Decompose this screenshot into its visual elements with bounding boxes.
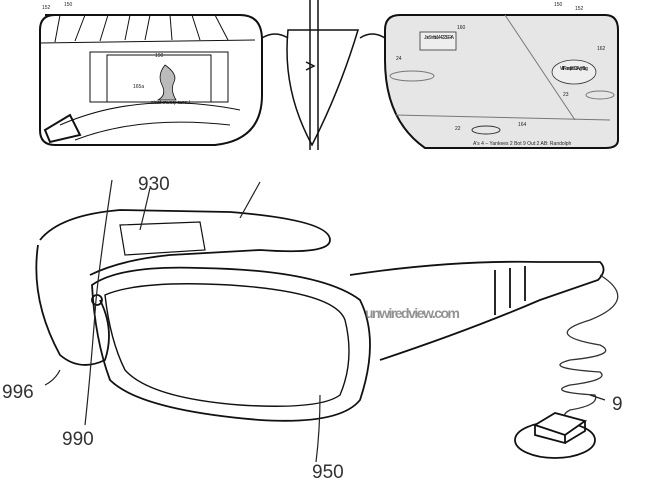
scoreline: A's 4 – Yankees 2 Bot 9 Out:2 AB: Randol… xyxy=(473,141,572,147)
ref-label: 950 xyxy=(312,462,344,480)
ref-label: 930 xyxy=(138,174,170,195)
ref-label: 150 xyxy=(554,2,563,8)
ref-label: 150 xyxy=(64,2,73,8)
ref-label: 165a xyxy=(133,84,144,90)
leader-lines xyxy=(44,179,606,463)
ref-label: 164 xyxy=(518,122,527,128)
mirrored-caption: Lorus ipsum facto xyxy=(150,100,190,106)
ref-label: 162 xyxy=(597,46,606,52)
ref-label: 160 xyxy=(457,25,466,31)
ref-label: 990 xyxy=(62,429,94,450)
ref-label: 9 xyxy=(612,394,623,415)
pitcher-stats-callout: Joe Smith is 14-4 2.23 ERA xyxy=(424,35,455,41)
watermark: unwiredview.com xyxy=(365,305,460,321)
glasses-side-view xyxy=(35,209,605,422)
ref-label: 152 xyxy=(575,6,584,12)
batter-stats-callout: Willie Randolph 303 Avg. Hit Stag xyxy=(560,66,588,72)
right-lens xyxy=(384,14,619,149)
ref-label: 24 xyxy=(396,56,402,62)
ref-label: 996 xyxy=(2,382,34,403)
nose-bridge xyxy=(261,0,386,150)
ref-label: 190 xyxy=(155,53,164,59)
ref-label: 152 xyxy=(42,5,51,11)
ref-label: 22 xyxy=(455,126,461,132)
ref-label: 23 xyxy=(563,92,569,98)
ring-clip xyxy=(514,412,596,459)
coiled-cord xyxy=(559,274,619,426)
left-lens xyxy=(39,14,263,146)
